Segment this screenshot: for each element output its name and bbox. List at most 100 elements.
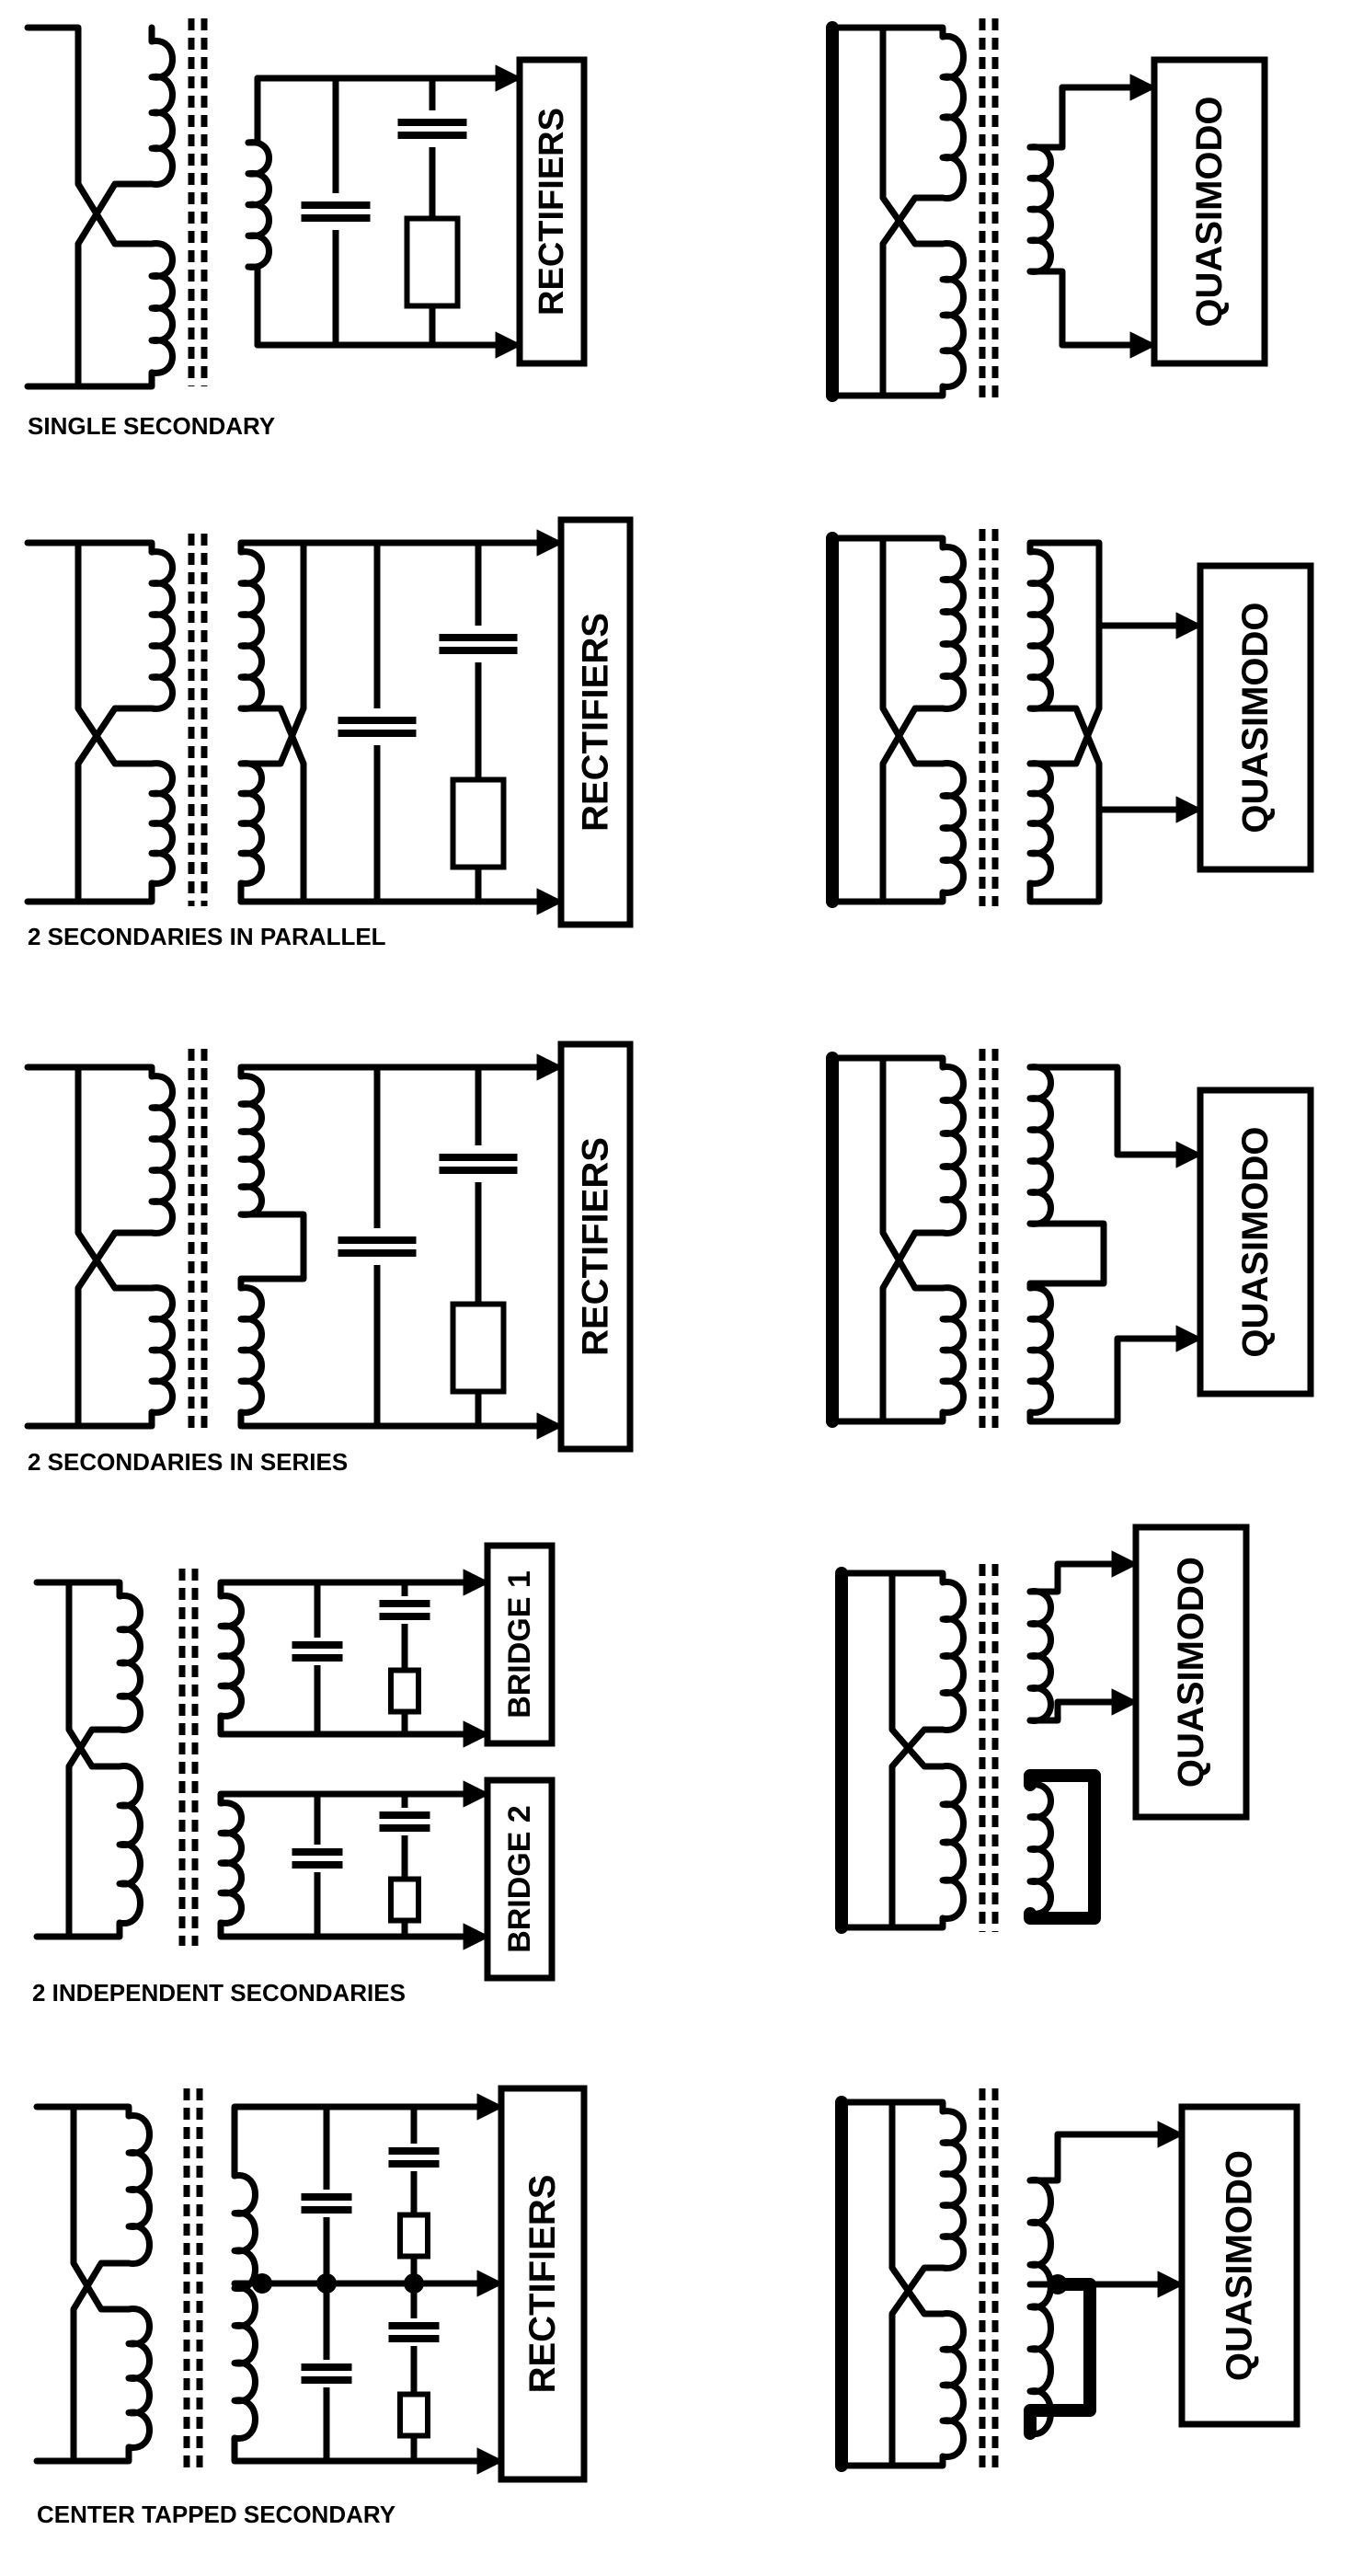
single-left-primary-wire: [74, 369, 155, 390]
parallel-left-primary-wire: [24, 705, 155, 905]
caption-2-secondaries-in-series: 2 SECONDARIES IN SERIES: [28, 1448, 348, 1476]
rectifiers-2-box: [557, 516, 634, 928]
primary-coil-upper: [939, 1579, 967, 1733]
series-right-primary-wire: [829, 1409, 946, 1425]
rectifiers-5-box: [498, 2085, 588, 2483]
secondary-coil-lower: [237, 760, 265, 887]
cap-gap: [446, 626, 510, 662]
snubber-resistor: [450, 776, 507, 870]
series-left-series-link: [237, 1211, 307, 1292]
caption-2-independent-secondaries: 2 INDEPENDENT SECONDARIES: [32, 1979, 406, 2007]
rectifiers-1-box: [516, 56, 588, 367]
secondary-coil-lower: [1026, 1284, 1054, 1416]
primary-coil-lower: [939, 2310, 967, 2460]
primary-coil-upper: [148, 38, 176, 188]
primary-coil-upper: [125, 2112, 153, 2267]
series-left-secondary-wire: [237, 1409, 270, 1430]
series-left-primary-wire: [74, 1064, 155, 1080]
snubber-resistor-lower: [397, 2391, 430, 2439]
primary-coil-lower: [116, 1763, 143, 1926]
single-left-wire: [245, 263, 339, 349]
parallel-right-primary-wire: [829, 535, 946, 551]
primary-coil-lower: [939, 240, 967, 390]
bridge-1-box: [484, 1542, 556, 1747]
snubber-resistor: [450, 1301, 507, 1395]
secondary-coil-lower: [217, 1800, 245, 1926]
secondary-coil-tapped: [1026, 2177, 1054, 2437]
snubber-resistor: [388, 1876, 421, 1924]
secondary-coil-upper: [1026, 1064, 1054, 1227]
parallel-right-secondary-wire: [1026, 705, 1103, 905]
quasimodo-3-box: [1197, 1087, 1314, 1397]
parallel-right-primary-wire: [879, 535, 946, 767]
primary-coil-lower: [939, 1284, 967, 1416]
secondary-coil-lower: [1026, 1781, 1054, 1917]
primary-coil-upper: [939, 544, 967, 712]
bridge-1-label: BRIDGE 1: [502, 1570, 537, 1719]
series-left-primary-wire: [24, 1229, 155, 1430]
snubber-resistor: [388, 1667, 421, 1715]
quasimodo-4-label: QUASIMODO: [1171, 1557, 1211, 1788]
caption-2-secondaries-in-parallel: 2 SECONDARIES IN PARALLEL: [28, 923, 386, 950]
independent-right-shorted-winding: [1024, 1769, 1101, 1925]
parallel-right-primary-wire: [879, 705, 946, 905]
single-right-primary-wire: [879, 194, 946, 399]
secondary-coil-upper: [237, 548, 265, 712]
independent-left-wire: [217, 1790, 257, 1807]
centertap-left-primary-wire: [33, 2103, 132, 2313]
snubber-resistor: [404, 215, 461, 309]
rectifiers-3-box: [557, 1041, 634, 1453]
series-right-primary-wire: [879, 1054, 946, 1292]
secondary-coil-tapped: [231, 2172, 258, 2442]
centertap-left-primary-wire: [33, 2260, 132, 2465]
quasimodo-1-label: QUASIMODO: [1189, 96, 1230, 327]
centertap-left-wire: [231, 2103, 266, 2179]
single-right-primary-wire: [829, 383, 946, 399]
independent-left-primary-wire: [33, 1579, 123, 1770]
bridge-2-label: BRIDGE 2: [502, 1805, 537, 1953]
cap-gap: [345, 1228, 409, 1265]
parallel-left-primary-wire: [74, 880, 155, 905]
independent-left-primary-wire: [65, 1919, 123, 1940]
rectifiers-2-label: RECTIFIERS: [576, 613, 616, 832]
independent-left-wire: [217, 1712, 257, 1738]
junction-dot: [252, 2273, 272, 2294]
series-right-series-link: [1026, 1220, 1107, 1292]
quasimodo-3-label: QUASIMODO: [1235, 1126, 1276, 1357]
series-right-wire: [1026, 1335, 1121, 1425]
secondary-coil-upper: [1026, 1588, 1054, 1724]
cap-gap: [345, 708, 409, 745]
parallel-left-primary-wire: [24, 539, 155, 767]
cap-gap: [308, 193, 365, 230]
single-right-wire: [1026, 84, 1066, 151]
primary-coil-upper: [116, 1593, 143, 1733]
centertap-right-shorted-link: [1024, 2278, 1096, 2440]
centertap-right-primary-wire: [888, 2264, 946, 2469]
cap-gap: [405, 110, 462, 147]
independent-right-wire: [1026, 1698, 1061, 1724]
independent-left-primary-wire: [33, 1726, 123, 1940]
parallel-right-primary-wire: [829, 889, 946, 905]
series-left-secondary-wire: [237, 1064, 270, 1080]
secondary-coil: [245, 139, 272, 270]
secondary-coil-lower: [1026, 760, 1054, 887]
centertap-right-wire: [1026, 2131, 1061, 2184]
independent-right-wire: [1026, 1560, 1061, 1595]
parallel-left-primary-wire: [74, 539, 155, 556]
bridge-2-box: [484, 1777, 556, 1982]
independent-right-primary-wire: [888, 1726, 946, 1931]
secondary-coil-upper: [237, 1073, 265, 1218]
centertap-left-wire: [231, 2434, 266, 2465]
secondary-coil-upper: [217, 1593, 245, 1719]
rectifiers-3-label: RECTIFIERS: [576, 1137, 616, 1356]
independent-left-wire: [217, 1919, 257, 1940]
series-right-primary-wire: [879, 1229, 946, 1425]
quasimodo-5-box: [1178, 2103, 1300, 2428]
primary-coil-upper: [148, 1073, 176, 1236]
single-left-wire: [245, 75, 339, 146]
single-left-primary-wire: [24, 24, 155, 247]
quasimodo-4-box: [1132, 1524, 1250, 1821]
single-right-wire: [1026, 268, 1066, 349]
series-left-primary-wire: [74, 1409, 155, 1430]
